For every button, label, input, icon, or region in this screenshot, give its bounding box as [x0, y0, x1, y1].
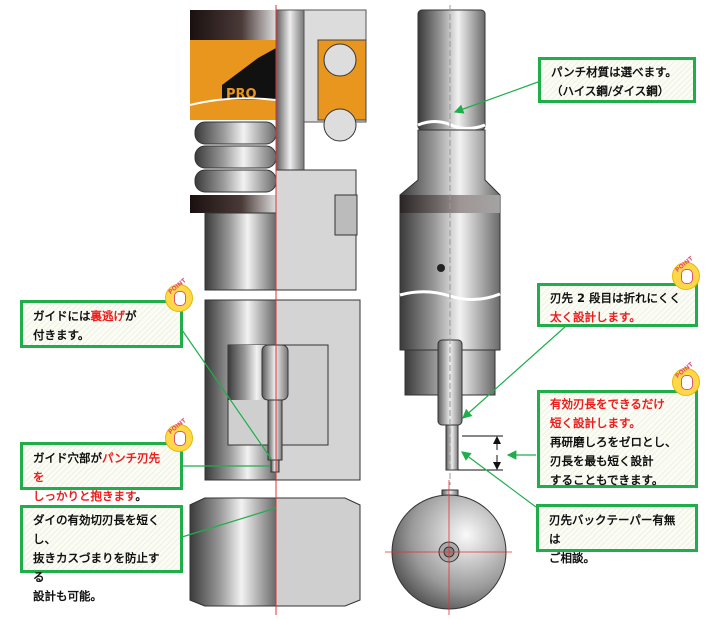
callout-line: 再研磨しろをゼロとし、 [550, 435, 677, 449]
callout-line: パンチ材質は選べます。 [551, 65, 677, 79]
retainer-cap [190, 10, 276, 40]
callout-emphasis: 短く設計します。 [550, 416, 641, 430]
point-badge-icon: POINT [165, 417, 193, 452]
callout-line: 抜きカスづまりを防止する [33, 551, 160, 584]
callout-line: ご相談。 [549, 551, 595, 565]
leader-lines [181, 81, 567, 538]
callout-line: 刃長を最も短く設計 [550, 454, 654, 468]
logo-plate [222, 48, 276, 100]
punch-tip [445, 424, 459, 471]
spring [194, 121, 277, 193]
callout-effective-length: 有効刃長をできるだけ 短く設計します。 再研磨しろをゼロとし、 刃長を最も短く設… [537, 390, 698, 488]
point-badge-icon: POINT [672, 361, 700, 396]
point-badge-icon: POINT [672, 255, 700, 290]
callout-line: ガイドには裏逃げが [33, 309, 137, 323]
callout-emphasis: 太く設計します。 [550, 310, 641, 324]
callout-guide-relief: ガイドには裏逃げが 付きます。 [20, 300, 183, 348]
callout-line: することもできます。 [550, 473, 664, 487]
callout-emphasis: 有効刃長をできるだけ [550, 397, 665, 411]
callout-back-taper: 刃先バックテーパー有無は ご相談。 [536, 504, 698, 565]
callout-line: 刃先バックテーパー有無は [549, 513, 676, 546]
callout-line: （ハイス鋼/ダイス鋼） [551, 84, 670, 98]
callout-line: 設計も可能。 [33, 589, 102, 603]
callout-tip-second-stage: 刃先 2 段目は折れにくく 太く設計します。 [537, 283, 698, 327]
callout-line: 付きます。 [33, 328, 90, 342]
left-assembly: PRO [189, 5, 367, 615]
callout-line: 刃先 2 段目は折れにくく [550, 291, 681, 305]
callout-die: ダイの有効切刃長を短くし、 抜きカスづまりを防止する 設計も可能。 [20, 505, 183, 603]
right-punch [385, 5, 512, 615]
punch-head [417, 9, 486, 131]
callout-punch-material: パンチ材質は選べます。 （ハイス鋼/ダイス鋼） [538, 57, 696, 103]
stripper-body [204, 212, 277, 291]
callout-line: しっかりと抱きます。 [33, 489, 147, 503]
callout-line: ガイド穴部がパンチ刃先を [33, 451, 161, 484]
point-badge-icon: POINT [165, 277, 193, 312]
callout-guide-hole: ガイド穴部がパンチ刃先を しっかりと抱きます。 [20, 442, 183, 503]
callout-line: ダイの有効切刃長を短くし、 [33, 513, 160, 546]
